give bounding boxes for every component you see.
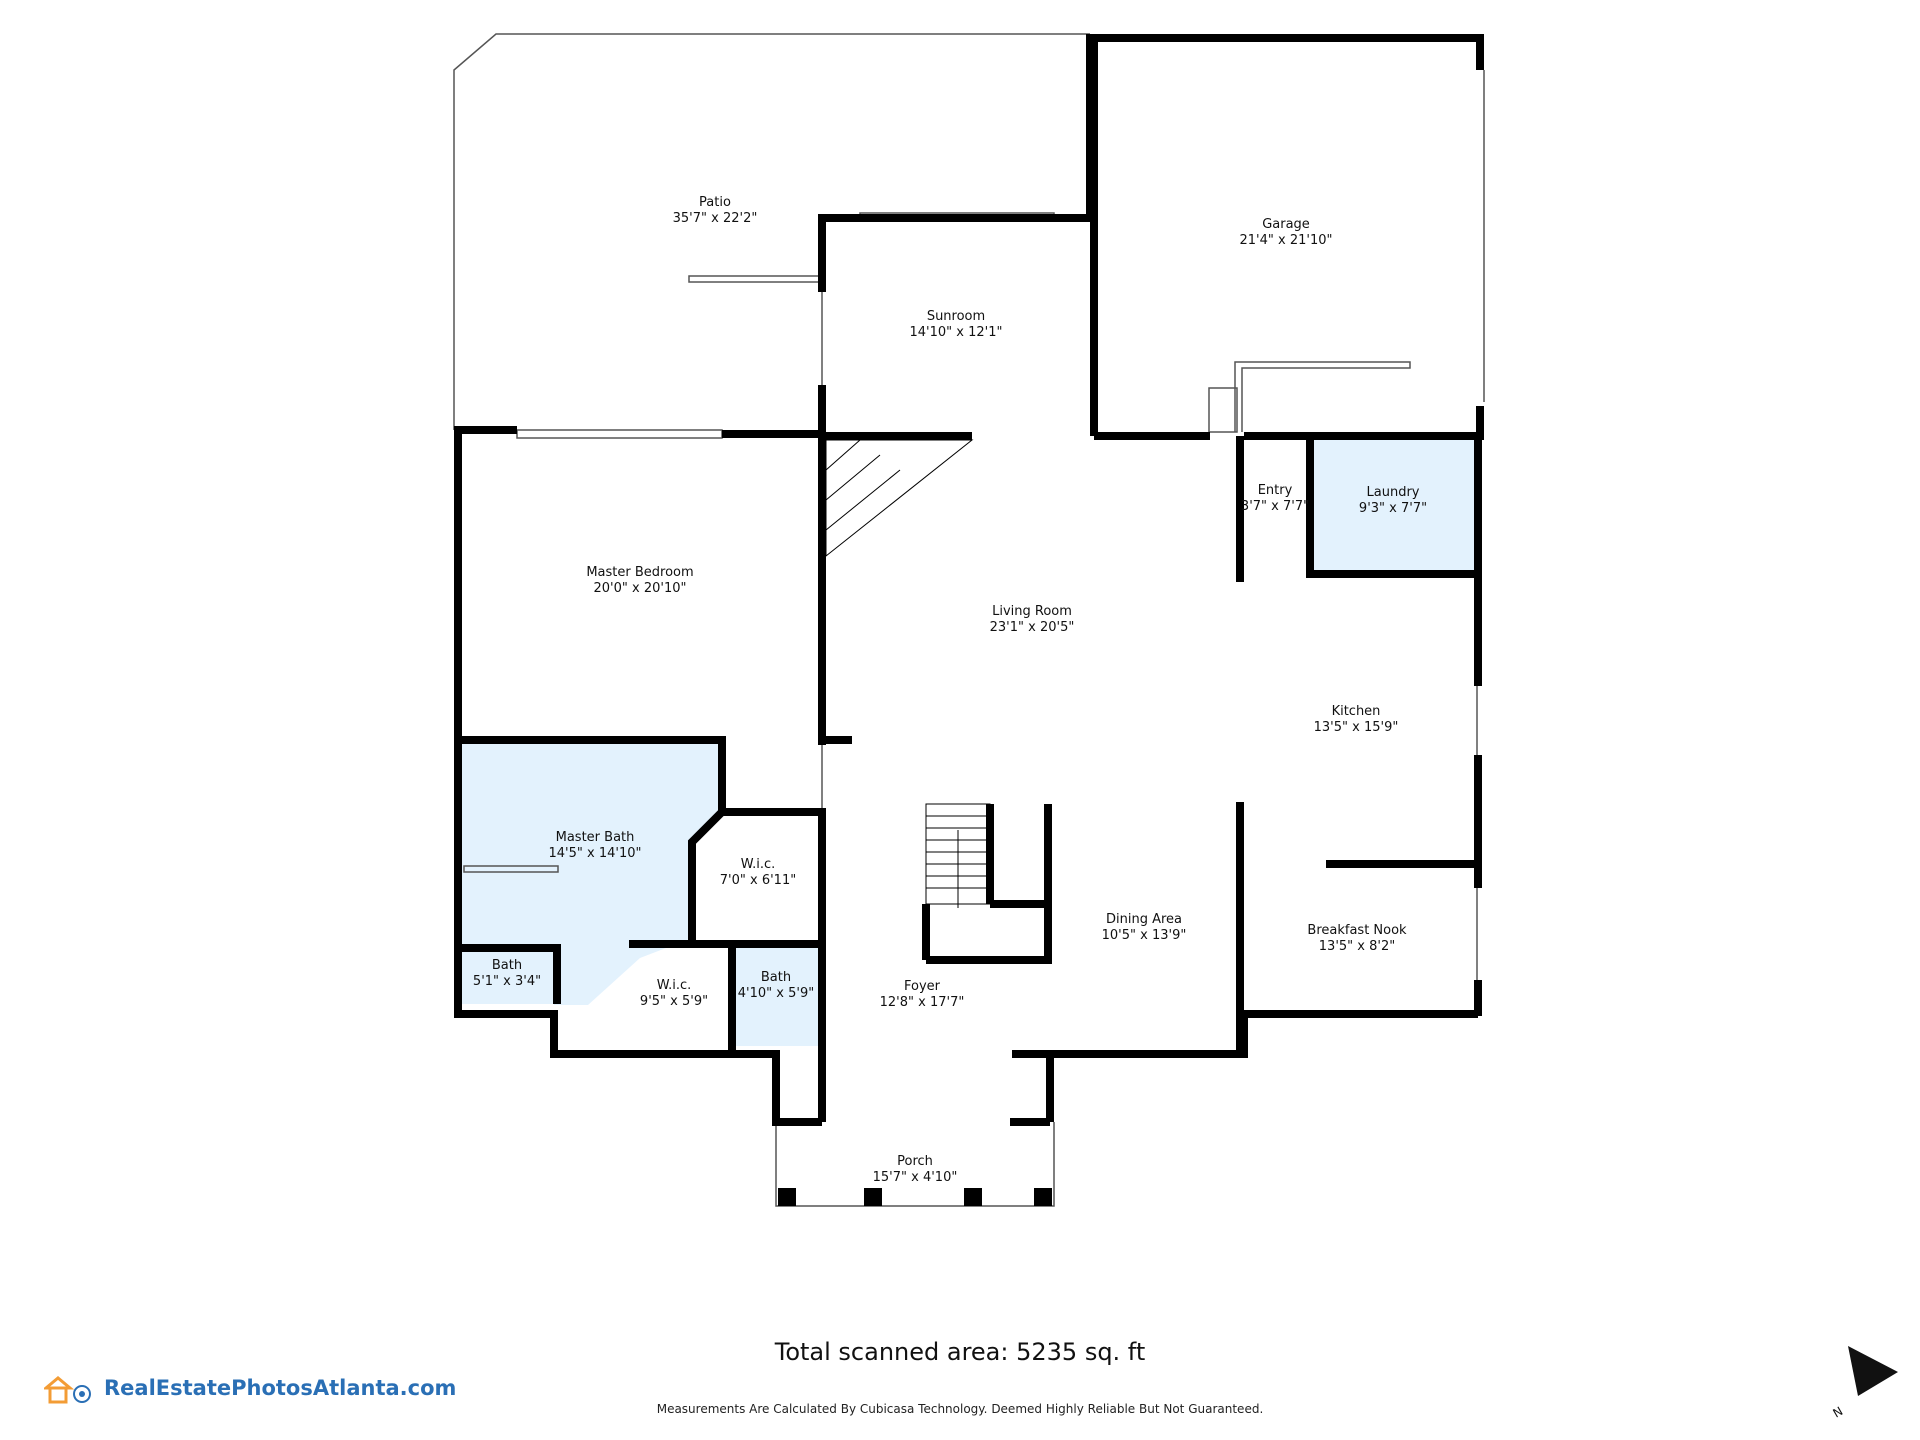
north-arrow-icon bbox=[1848, 1346, 1898, 1396]
stair-tread bbox=[825, 439, 861, 471]
brand-name: RealEstatePhotosAtlanta.com bbox=[104, 1376, 457, 1400]
patio-bench bbox=[688, 275, 820, 283]
porch-column bbox=[864, 1188, 882, 1206]
master-bath-walls bbox=[461, 736, 726, 948]
brand-logo: RealEstatePhotosAtlanta.com bbox=[44, 1368, 456, 1408]
garage-top bbox=[1090, 34, 1484, 70]
bath-1-fill bbox=[461, 948, 557, 1004]
room-label-wic-1: W.i.c.7'0" x 6'11" bbox=[720, 857, 796, 888]
bedroom-window bbox=[516, 429, 723, 439]
garage-stairs bbox=[1208, 387, 1238, 433]
master-bath-counter bbox=[463, 865, 559, 873]
porch-column bbox=[964, 1188, 982, 1206]
laundry-walls bbox=[1306, 436, 1482, 578]
porch-column bbox=[1034, 1188, 1052, 1206]
total-area: Total scanned area: 5235 sq. ft bbox=[774, 1338, 1146, 1366]
laundry-fill bbox=[1310, 436, 1474, 574]
garage-walls bbox=[818, 34, 1094, 292]
walls bbox=[454, 34, 1484, 1126]
stairs bbox=[825, 439, 991, 908]
patio-outline bbox=[453, 33, 1090, 430]
room-label-wic-2: W.i.c.9'5" x 5'9" bbox=[640, 978, 708, 1009]
master-bath-fill bbox=[461, 740, 722, 1005]
stair-tread bbox=[825, 469, 901, 531]
wet-room-fills bbox=[461, 436, 1474, 1046]
porch-column bbox=[778, 1188, 796, 1206]
stair-tread bbox=[825, 454, 881, 501]
porch-columns bbox=[778, 1188, 1052, 1206]
stair-box bbox=[926, 804, 1052, 964]
entry-walls bbox=[1236, 436, 1244, 582]
bath-2-fill bbox=[734, 944, 820, 1046]
bath1-walls bbox=[461, 944, 561, 1004]
porch-outline bbox=[775, 1122, 1055, 1207]
nook-bottom bbox=[1046, 1010, 1478, 1122]
camera-house-icon bbox=[44, 1376, 91, 1404]
disclaimer: Measurements Are Calculated By Cubicasa … bbox=[656, 1402, 1264, 1416]
garage-step bbox=[1234, 361, 1411, 432]
lower-wing bbox=[458, 1010, 822, 1126]
sunroom-stairs bbox=[825, 439, 974, 558]
thin-lines bbox=[453, 33, 1485, 1207]
east-upper-wall bbox=[1244, 406, 1484, 440]
